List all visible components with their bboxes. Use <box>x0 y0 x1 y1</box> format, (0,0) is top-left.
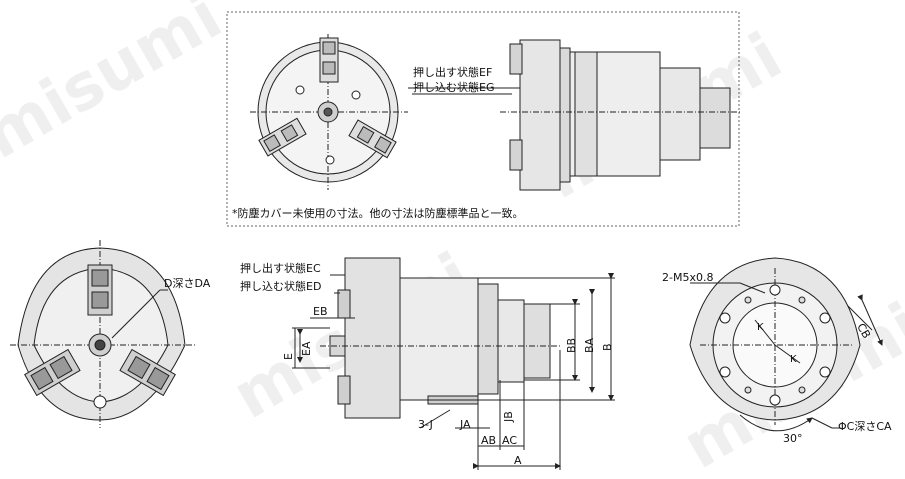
dim-ba: BA <box>583 337 596 353</box>
label-push-out-ec: 押し出す状態EC <box>240 261 321 275</box>
dim-eb: EB <box>313 305 328 318</box>
dims-right <box>400 273 615 401</box>
dim-jb: JB <box>502 411 515 423</box>
label-push-out-ef: 押し出す状態EF <box>413 65 492 79</box>
label-push-in-ed: 押し込む状態ED <box>240 279 321 293</box>
label-angle-30: 30° <box>783 432 803 445</box>
label-m5-thread: 2-M5x0.8 <box>662 271 713 284</box>
dims-rear <box>739 294 883 432</box>
dim-a: A <box>514 454 522 467</box>
dim-ja: JA <box>459 418 471 431</box>
dim-3-j: 3-J <box>418 418 433 431</box>
dim-ac: AC <box>502 434 517 447</box>
dim-bb: BB <box>565 338 578 353</box>
front-view-covered <box>10 240 195 428</box>
watermark-text-1: misumi <box>0 0 234 174</box>
side-view-covered <box>320 257 560 419</box>
dust-cover-frame <box>226 11 740 227</box>
label-phi-c-depth: ΦC深さCA <box>838 420 892 433</box>
leader-d-depth <box>111 289 161 339</box>
dim-ea: EA <box>300 341 313 356</box>
dust-cover-note: *防塵カバー未使用の寸法。他の寸法は防塵標準品と一致。 <box>232 206 524 220</box>
dim-b: B <box>601 343 614 351</box>
dims-bottom <box>419 350 561 470</box>
rear-view <box>689 257 861 425</box>
dim-e: E <box>282 353 295 360</box>
front-view-uncovered <box>250 34 408 190</box>
dim-k-2: K <box>790 354 797 365</box>
dims-left <box>292 317 355 369</box>
dim-k-1: K <box>757 322 764 333</box>
dim-ab: AB <box>481 434 496 447</box>
side-view-uncovered <box>500 39 740 191</box>
label-push-in-eg: 押し込む状態EG <box>413 80 494 94</box>
label-d-depth: D深さDA <box>164 277 211 290</box>
